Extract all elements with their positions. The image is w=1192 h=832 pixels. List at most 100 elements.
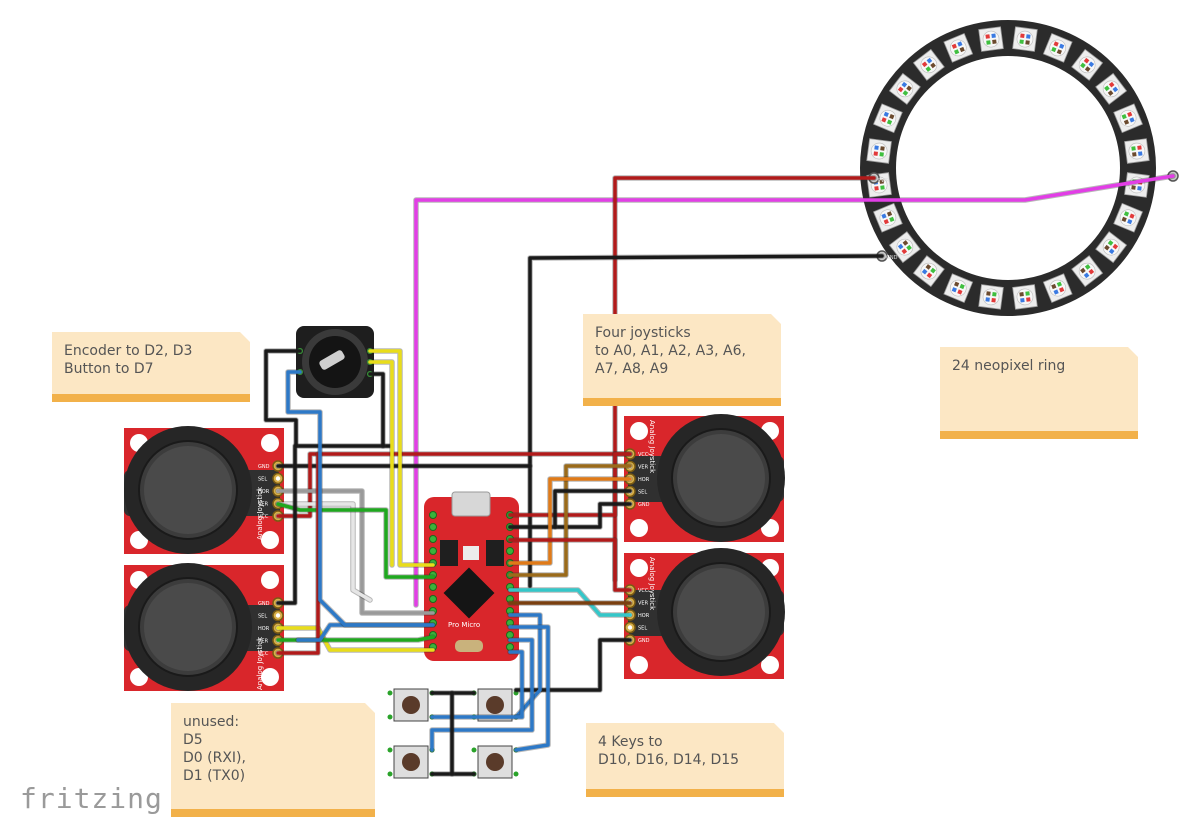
note-line: A7, A8, A9	[595, 361, 669, 377]
joystick-label: Analog Joystick	[648, 420, 656, 474]
wire-blue-key-3	[430, 638, 534, 752]
wire-black-tr-2	[553, 489, 632, 529]
wire-blue-encoder	[286, 370, 435, 627]
joystick-pin-label: SEL	[638, 490, 647, 496]
note-line: 24 neopixel ring	[952, 358, 1066, 374]
wire-red-br	[508, 538, 632, 592]
wire-white-ver	[276, 502, 372, 602]
neopixel-led	[1113, 202, 1143, 233]
wire-green-bl	[276, 635, 435, 642]
note-line: to A0, A1, A2, A3, A6,	[595, 343, 746, 359]
joystick-pin-label: HOR	[638, 613, 650, 619]
wire-black-ring-gnd	[528, 254, 884, 588]
wire-black-encoder-2	[368, 372, 385, 448]
neopixel-led	[1124, 138, 1150, 164]
joystick-pin-label: SEL	[258, 477, 267, 483]
note-line: D0 (RXI),	[183, 750, 246, 766]
neopixel-led	[1042, 33, 1073, 63]
wire-black-gnd-bl	[276, 444, 392, 605]
neopixel-led	[978, 284, 1004, 310]
joystick-pin-label: HOR	[258, 626, 270, 632]
wire-red-bl-vcc	[276, 452, 320, 655]
wire-yellow-encoder-2	[368, 360, 394, 567]
neopixel-led	[1071, 255, 1104, 288]
neopixel-led	[1012, 26, 1038, 52]
note-line: D1 (TX0)	[183, 768, 246, 784]
note-joysticks: Four joysticks to A0, A1, A2, A3, A6, A7…	[583, 314, 781, 406]
joystick-pin-label: VCC	[258, 514, 269, 520]
neopixel-led	[1042, 273, 1073, 303]
pro-micro-pin	[429, 523, 437, 531]
pro-micro-pin	[429, 595, 437, 603]
ring-pin-label-pwr: PWR	[878, 178, 890, 184]
joystick-pin-label: HOR	[258, 489, 270, 495]
joystick-pin-label: SEL	[638, 626, 647, 632]
fritzing-logo: fritzing	[20, 782, 163, 815]
note-ring: 24 neopixel ring	[940, 347, 1138, 439]
wire-green-sel	[276, 502, 435, 579]
neopixel-led	[1012, 284, 1038, 310]
neopixel-led	[888, 72, 921, 105]
wire-yellow-encoder	[368, 349, 435, 567]
joystick-pin-label: GND	[258, 601, 270, 607]
neopixel-led	[943, 33, 974, 63]
note-line: Button to D7	[64, 361, 154, 377]
joystick-pin-label: HOR	[638, 477, 650, 483]
wire-black-encoder	[264, 349, 302, 448]
joystick-pin-label: GND	[638, 502, 650, 508]
joystick-pin-label: VCC	[638, 588, 649, 594]
joystick-pin-label: VER	[638, 465, 649, 471]
rotary-encoder	[296, 326, 374, 398]
note-line: 4 Keys to	[598, 734, 663, 750]
note-line: unused:	[183, 714, 240, 730]
pro-micro-pin	[506, 547, 514, 555]
pro-micro-pin	[429, 535, 437, 543]
neopixel-led	[912, 48, 945, 81]
neopixel-led	[888, 231, 921, 264]
joystick-pin-label: VER	[258, 502, 269, 508]
key-top-left	[387, 688, 435, 722]
wire-magenta-din	[414, 174, 1175, 607]
wire-black-br	[514, 638, 632, 692]
wire-red-tr	[508, 452, 632, 517]
key-bottom-left	[387, 745, 435, 779]
neopixel-led	[873, 202, 903, 233]
joystick-pin-label: SEL	[258, 614, 267, 620]
board-label: Pro Micro	[448, 621, 480, 629]
note-line: Encoder to D2, D3	[64, 343, 193, 359]
note-encoder: Encoder to D2, D3 Button to D7	[52, 332, 250, 402]
pro-micro-pin	[429, 583, 437, 591]
wire-blue-key-1	[508, 613, 542, 719]
pro-micro-pin	[429, 511, 437, 519]
neopixel-led	[873, 103, 903, 134]
note-line: D10, D16, D14, D15	[598, 752, 740, 768]
joystick-label: Analog Joystick	[648, 557, 656, 611]
note-line: Four joysticks	[595, 325, 691, 341]
neopixel-led	[1095, 231, 1128, 264]
neopixel-led	[912, 255, 945, 288]
neopixel-led	[866, 138, 892, 164]
wires	[263, 173, 1176, 777]
joystick-pin-label: GND	[638, 638, 650, 644]
neopixel-led	[1071, 48, 1104, 81]
joystick-pin-label: VER	[258, 639, 269, 645]
joystick-label: Analog Joystick	[256, 636, 264, 690]
neopixel-led	[1095, 72, 1128, 105]
note-keys: 4 Keys to D10, D16, D14, D15	[586, 723, 784, 797]
pro-micro-board: Pro Micro	[424, 491, 519, 661]
joystick-bottom-right: Analog Joystick VCC VER HOR SEL GND	[624, 548, 785, 679]
neopixel-led	[978, 26, 1004, 52]
neopixel-led	[1113, 103, 1143, 134]
pro-micro-pin	[429, 547, 437, 555]
note-line: D5	[183, 732, 203, 748]
joystick-pin-label: GND	[258, 464, 270, 470]
wire-brown-tr	[508, 464, 632, 577]
wire-blue-key-2	[508, 625, 550, 752]
wire-red-ring-power	[613, 176, 876, 582]
joystick-pin-label: VER	[638, 601, 649, 607]
wire-blue-key-4	[430, 650, 524, 719]
